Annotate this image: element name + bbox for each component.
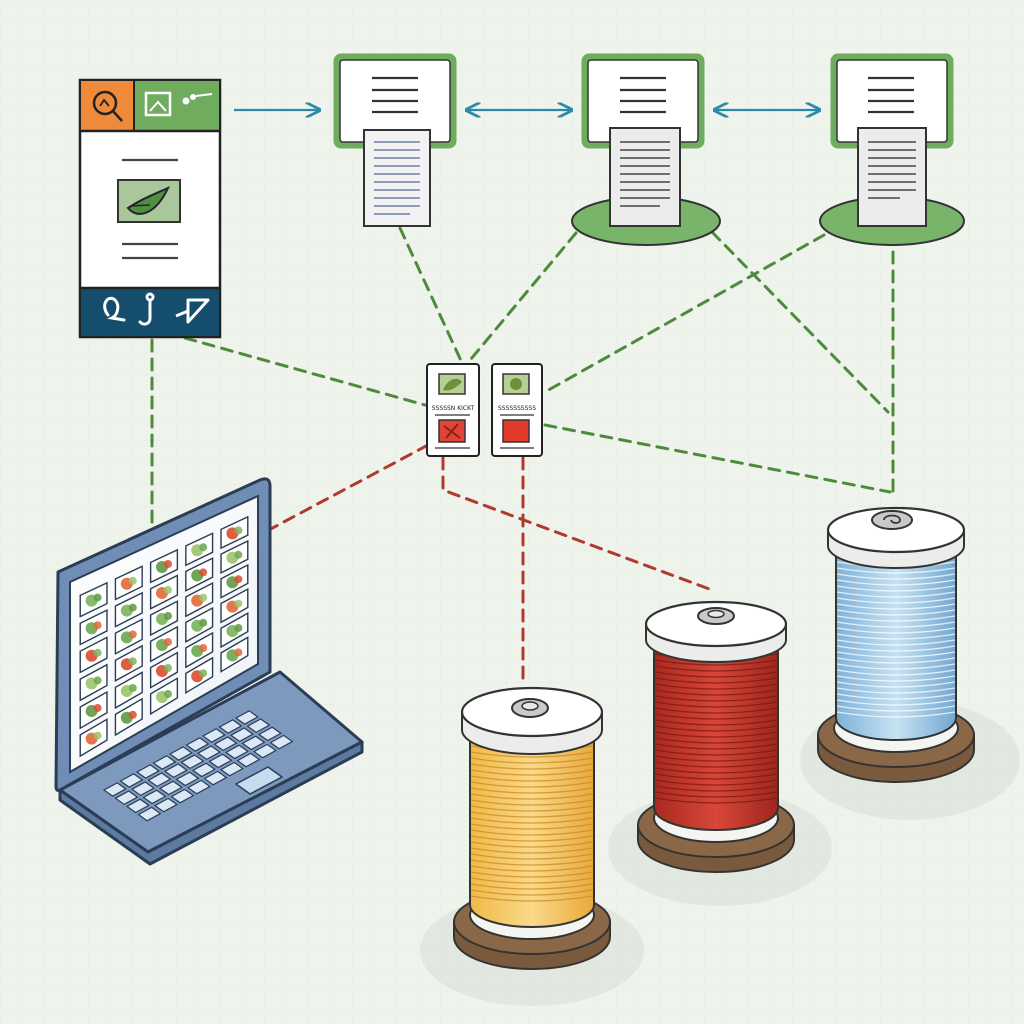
tile-leaf [129, 711, 137, 719]
tile-leaf [94, 649, 102, 657]
tile-leaf [199, 594, 207, 602]
tile-leaf [234, 600, 242, 608]
tile-leaf [164, 690, 172, 698]
app-panel [80, 80, 220, 337]
tile-leaf [129, 684, 137, 692]
tile-leaf [199, 669, 207, 677]
tile-leaf [199, 619, 207, 627]
tile-leaf [129, 630, 137, 638]
tile-leaf [164, 664, 172, 672]
tile-leaf [164, 638, 172, 646]
image-icon[interactable] [146, 93, 170, 115]
toolbar-search-tab[interactable] [81, 81, 134, 131]
card-label: SSSSSN KICKT [432, 405, 475, 412]
tile-leaf [129, 604, 137, 612]
tile-leaf [164, 612, 172, 620]
tile-leaf [94, 594, 102, 602]
tile-leaf [94, 732, 102, 740]
tile-leaf [234, 575, 242, 583]
tile-leaf [199, 568, 207, 576]
leaf-image-icon [118, 180, 180, 222]
doc-page[interactable] [364, 130, 430, 226]
tile-leaf [129, 657, 137, 665]
tile-leaf [164, 586, 172, 594]
tile-leaf [234, 648, 242, 656]
center-card-right[interactable]: SSSSSSSSSS [492, 364, 542, 456]
tile-leaf [234, 624, 242, 632]
card-thumbnail-red [503, 420, 529, 442]
tile-leaf [94, 621, 102, 629]
tile-leaf [234, 551, 242, 559]
tile-leaf [94, 676, 102, 684]
panel-toolbar [80, 80, 220, 131]
center-card-left[interactable]: SSSSSN KICKT [427, 364, 479, 456]
panel-footer [80, 288, 220, 336]
tile-leaf [164, 560, 172, 568]
tile-leaf [199, 543, 207, 551]
tile-leaf [234, 526, 242, 534]
tile-leaf [199, 644, 207, 652]
tile-leaf [94, 704, 102, 712]
card-label: SSSSSSSSSS [498, 405, 536, 412]
tile-leaf [129, 577, 137, 585]
